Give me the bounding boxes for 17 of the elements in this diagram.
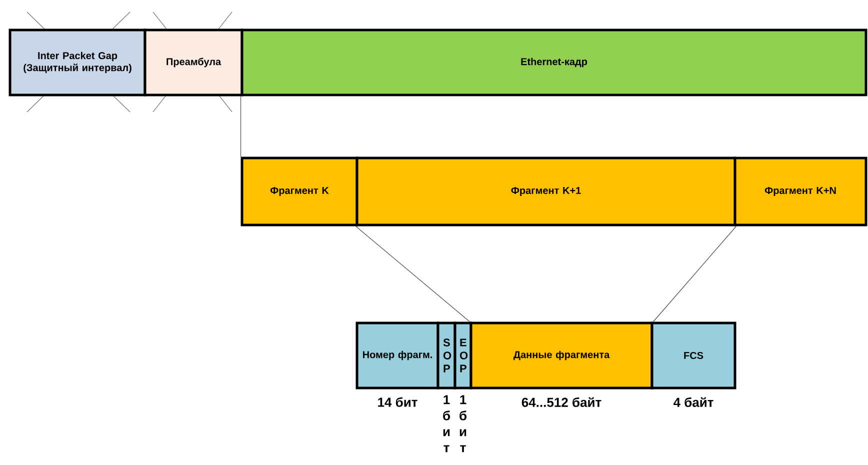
field-box: EOP	[454, 322, 472, 390]
field-box: FCS	[650, 322, 736, 390]
size-label: 4 байт	[673, 397, 714, 407]
field-box: Inter Packet Gap (Защитный интервал)	[8, 28, 146, 96]
size-label: 14 бит	[378, 397, 418, 407]
fragment-box: Фрагмент K	[240, 156, 358, 226]
size-label: 64...512 байт	[522, 397, 602, 407]
connector-line	[355, 226, 470, 322]
field-box: Данные фрагмента	[470, 322, 654, 390]
size-label: 1 бит	[443, 395, 450, 452]
field-box: Преамбула	[144, 28, 244, 96]
connector-line	[240, 96, 242, 158]
size-label: 1 бит	[460, 395, 466, 452]
frame-box: Ethernet-кадр	[240, 28, 868, 96]
fragment-box: Фрагмент K+N	[734, 156, 868, 226]
connector-line	[652, 226, 737, 322]
field-box: SOP	[436, 322, 456, 390]
